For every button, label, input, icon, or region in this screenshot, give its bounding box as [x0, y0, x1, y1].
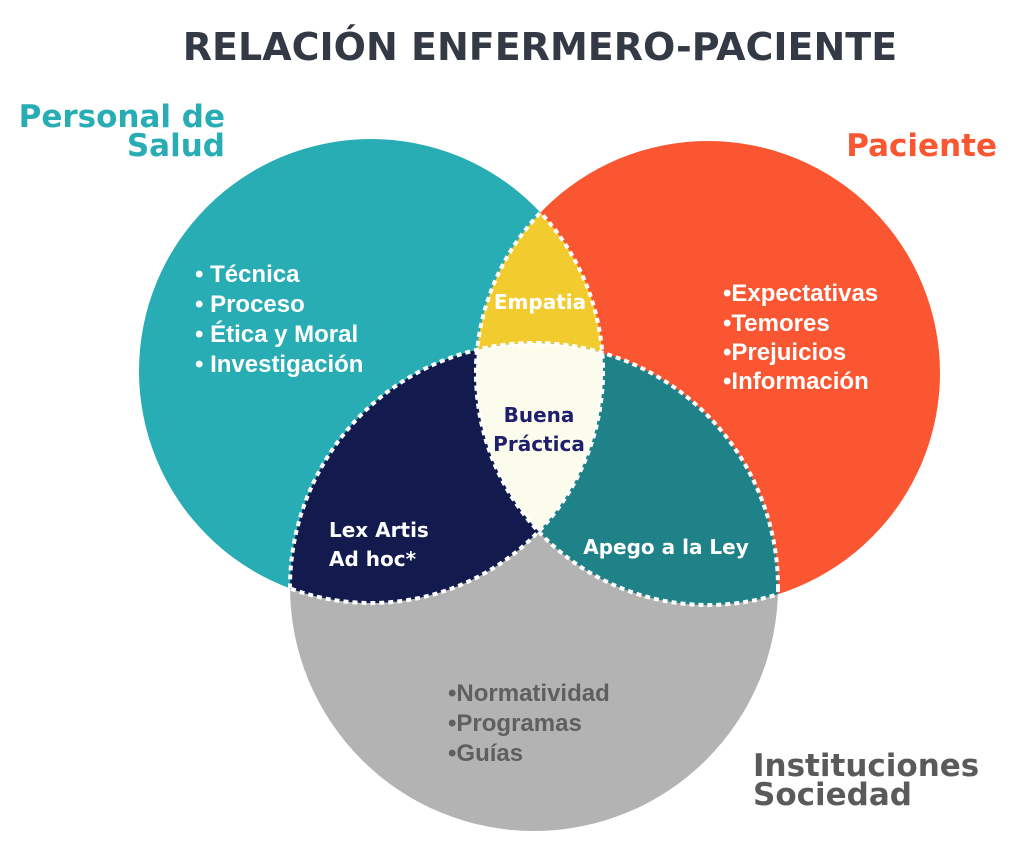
- empatia-label: Empatia: [494, 290, 586, 314]
- dashed-border-instituciones-in-personal: [288, 341, 603, 603]
- personal-label-line2: Salud: [127, 128, 225, 164]
- apego-label: Apego a la Ley: [583, 535, 749, 559]
- page-title: RELACIÓN ENFERMERO-PACIENTE: [183, 25, 897, 69]
- buena-practica-label-line1: Buena: [504, 403, 575, 427]
- dashed-border-personal-in-instituciones: [290, 343, 605, 605]
- instituciones-label-line1: Instituciones: [753, 748, 979, 784]
- personal-item: • Proceso: [195, 291, 305, 318]
- paciente-item: •Temores: [723, 310, 830, 337]
- personal-label-line1: Personal de: [19, 99, 225, 135]
- instituciones-item: •Guías: [448, 740, 523, 767]
- instituciones-item: •Programas: [448, 710, 582, 737]
- dashed-border-instituciones-in-paciente: [476, 341, 780, 605]
- personal-item: • Ética y Moral: [195, 320, 358, 348]
- instituciones-item: •Normatividad: [448, 680, 610, 707]
- paciente-item: •Expectativas: [723, 280, 878, 307]
- paciente-item: •Información: [723, 368, 869, 395]
- personal-item: • Técnica: [195, 261, 300, 288]
- lex-artis-label-line2: Ad hoc*: [329, 547, 417, 571]
- paciente-item: •Prejuicios: [723, 339, 846, 366]
- dashed-border-paciente-in-instituciones: [474, 343, 778, 607]
- paciente-label: Paciente: [846, 128, 997, 164]
- buena-practica-label-line2: Práctica: [493, 432, 585, 456]
- lex-artis-label-line1: Lex Artis: [329, 518, 429, 542]
- instituciones-label-line2: Sociedad: [753, 777, 912, 813]
- personal-item: • Investigación: [195, 351, 363, 378]
